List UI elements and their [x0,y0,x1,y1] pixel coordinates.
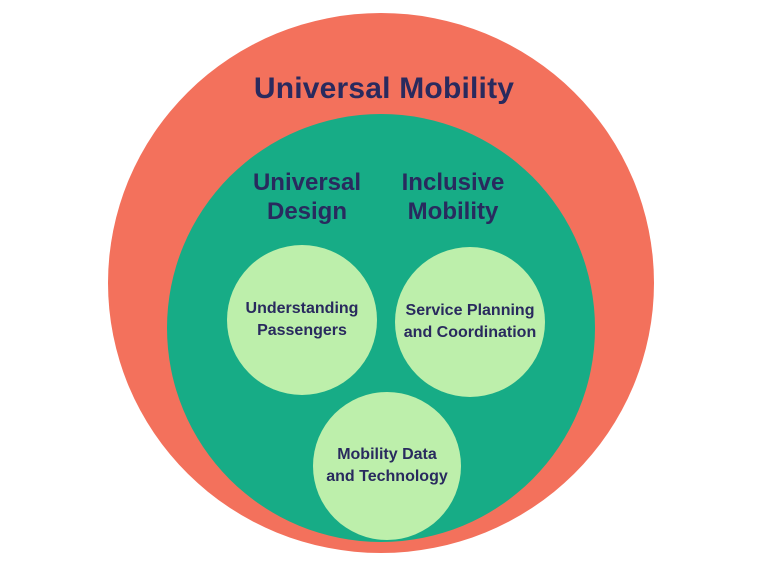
circle-understanding-passengers-line1: Understanding [245,300,359,317]
circle-understanding-passengers-line2: Passengers [257,322,347,339]
circle-understanding-passengers-label: Understanding Passengers [246,298,359,342]
label-inclusive-mobility: Inclusive Mobility [353,168,553,226]
circle-service-planning-line1: Service Planning [405,302,535,319]
label-universal-design-line2: Design [266,198,347,225]
circle-mobility-data-line1: Mobility Data [337,446,437,463]
circle-mobility-data-label: Mobility Data and Technology [326,444,447,488]
circle-service-planning-and-coordination: Service Planning and Coordination [395,247,545,397]
diagram-title: Universal Mobility [253,72,515,105]
circle-service-planning-label: Service Planning and Coordination [404,300,536,344]
label-universal-design: Universal Design [207,168,407,226]
circle-understanding-passengers: Understanding Passengers [227,245,377,395]
label-inclusive-mobility-line1: Inclusive [401,169,505,196]
circle-mobility-data-line2: and Technology [326,468,448,485]
label-inclusive-mobility-line2: Mobility [407,198,499,225]
circle-service-planning-line2: and Coordination [403,324,537,341]
label-universal-design-line1: Universal [252,169,362,196]
circle-mobility-data-and-technology: Mobility Data and Technology [313,392,461,540]
